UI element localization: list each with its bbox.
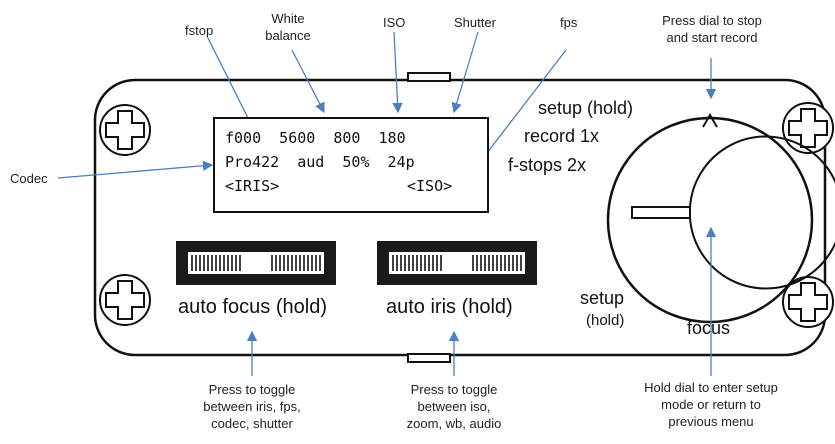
- screw-top-left: [99, 104, 151, 156]
- arrow-iso: [392, 31, 403, 114]
- top-tab: [407, 72, 451, 82]
- callout-iso: ISO: [383, 15, 406, 30]
- arrow-shutter: [451, 31, 479, 114]
- label-setup: setup: [580, 288, 625, 308]
- callout-toggle-left: Press to toggle between iris, fps, codec…: [170, 381, 334, 432]
- screw-bottom-right: [782, 276, 834, 328]
- callout-toggle-mid-line1: Press to toggle: [410, 382, 498, 397]
- arrow-fstop: [207, 37, 255, 132]
- callout-toggle-mid-line3: zoom, wb, audio: [406, 416, 502, 431]
- label-setup-hold: setup (hold): [538, 98, 634, 118]
- lcd-line-2: Pro422 aud 50% 24p: [225, 153, 415, 171]
- callout-fps: fps: [560, 15, 578, 30]
- callout-toggle-mid: Press to toggle between iso, zoom, wb, a…: [374, 381, 534, 432]
- callout-press-dial-line1: Press dial to stop: [662, 13, 762, 28]
- callout-fstop: fstop: [185, 23, 214, 38]
- lcd-line-1: f000 5600 800 180: [225, 129, 406, 147]
- label-auto-focus: auto focus (hold): [178, 296, 327, 318]
- label-focus: focus: [687, 318, 731, 338]
- dial: [606, 113, 835, 324]
- callout-hold-dial-line1: Hold dial to enter setup: [644, 380, 778, 395]
- callout-press-dial-line2: and start record: [666, 30, 758, 45]
- arrow-white-balance: [291, 49, 325, 114]
- label-setup-paren-hold: (hold): [586, 312, 625, 329]
- callout-toggle-left-line3: codec, shutter: [211, 416, 293, 431]
- arrow-codec: [57, 160, 214, 179]
- callout-toggle-left-line1: Press to toggle: [208, 382, 296, 397]
- lcd-line-3-right: <ISO>: [407, 177, 453, 195]
- callout-shutter: Shutter: [454, 15, 496, 30]
- callout-white-balance-line1: White: [271, 11, 305, 26]
- label-fstops: f-stops 2x: [508, 155, 587, 175]
- lcd-line-3-left: <IRIS>: [225, 177, 280, 195]
- label-record: record 1x: [524, 126, 600, 146]
- callout-hold-dial-line2: mode or return to: [661, 397, 761, 412]
- screw-bottom-left: [99, 274, 151, 326]
- label-auto-iris: auto iris (hold): [386, 296, 513, 318]
- bottom-tab: [407, 353, 451, 363]
- arrow-fps: [473, 49, 567, 172]
- callout-codec: Codec: [10, 171, 48, 186]
- callout-toggle-left-line2: between iris, fps,: [203, 399, 301, 414]
- rocker-button-right: [377, 241, 537, 285]
- callout-hold-dial-line3: previous menu: [668, 414, 754, 429]
- lcd-display: f000 5600 800 180 Pro422 aud 50% 24p <IR…: [213, 117, 489, 213]
- callout-white-balance: White balance: [260, 10, 316, 44]
- callout-toggle-mid-line2: between iso,: [417, 399, 491, 414]
- screw-top-right: [782, 102, 834, 154]
- rocker-button-left: [176, 241, 336, 285]
- callout-press-dial: Press dial to stop and start record: [640, 12, 784, 46]
- callout-white-balance-line2: balance: [265, 28, 311, 43]
- callout-hold-dial: Hold dial to enter setup mode or return …: [618, 379, 804, 430]
